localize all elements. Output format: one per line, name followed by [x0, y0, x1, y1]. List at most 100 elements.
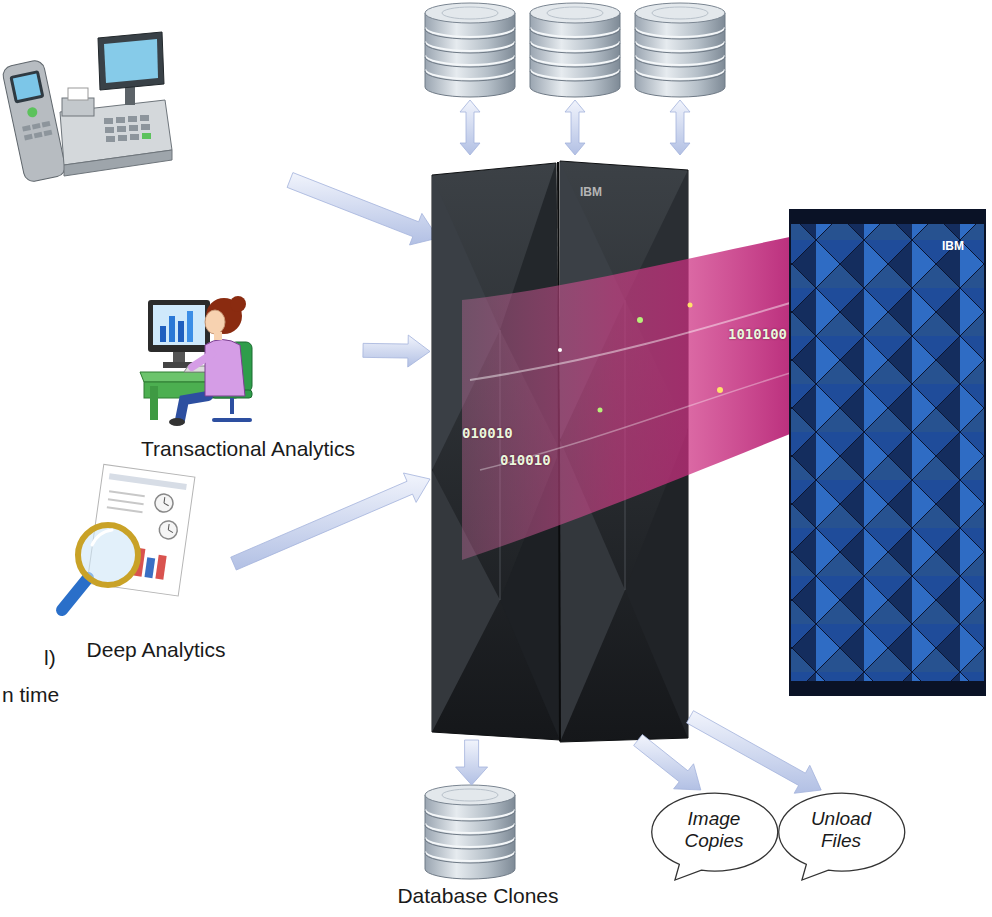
- analyst-person-icon: [192, 354, 212, 367]
- data-stream: [462, 235, 800, 560]
- analyst-person-icon: [180, 396, 208, 420]
- pos-terminal-icon: [105, 127, 114, 133]
- double-arrow: [565, 100, 585, 155]
- cut-off-text: l): [44, 646, 56, 670]
- data-stream: [558, 348, 562, 352]
- pos-terminal-icon: [128, 116, 137, 122]
- pos-terminal-icon: [130, 134, 139, 140]
- pos-terminal-icon: [104, 118, 113, 124]
- analyst-person-icon: [169, 418, 185, 426]
- report-magnifier-icon: [62, 464, 195, 610]
- report-magnifier-icon: [168, 530, 173, 533]
- analyst-person-icon: [214, 418, 250, 422]
- pos-terminal-icon: [116, 117, 125, 123]
- data-stream: [688, 303, 693, 308]
- report-magnifier-icon: [154, 493, 174, 513]
- pos-terminal-icon: [142, 133, 151, 139]
- accelerator-illustration: [790, 210, 985, 695]
- pos-terminal-icon: [140, 115, 149, 121]
- pos-terminal-icon: [1, 32, 172, 183]
- binary-digits: 1010100: [728, 326, 787, 342]
- analyst-person-icon: [148, 300, 210, 352]
- pos-terminal-icon: [1, 59, 67, 183]
- pos-terminal-icon: [9, 70, 44, 104]
- analyst-person-icon: [205, 310, 225, 334]
- callout-bubble: Image Copies: [648, 790, 780, 882]
- flow-arrow: [687, 711, 822, 794]
- report-magnifier-icon: [164, 503, 169, 506]
- pos-terminal-icon: [34, 132, 43, 139]
- flow-arrow: [231, 473, 430, 570]
- pos-terminal-icon: [13, 74, 41, 101]
- database-clone: Database Clones: [389, 785, 567, 908]
- data-stream: [462, 235, 800, 560]
- report-magnifier-icon: [109, 473, 187, 490]
- mainframe-system: IBM: [430, 160, 690, 740]
- data-stream: [637, 317, 643, 323]
- database-icon: [425, 3, 515, 97]
- node-label: Deep Analytics: [87, 637, 226, 662]
- analyst-person-icon: [153, 305, 205, 345]
- callout-text: Unload Files: [800, 808, 882, 852]
- report-magnifier-icon: [163, 497, 165, 503]
- brand-logo-text: IBM: [580, 185, 602, 199]
- pos-terminal-icon: [44, 130, 53, 137]
- analyst-person-icon: [169, 316, 175, 342]
- binary-digits: 010010: [462, 425, 513, 441]
- report-magnifier-icon: [78, 525, 138, 585]
- pos-terminal-icon: [62, 98, 94, 116]
- analyst-person-icon: [205, 340, 245, 397]
- database-icon: [530, 3, 620, 97]
- binary-digits: 010010: [500, 452, 551, 468]
- accelerator-cabinet: IBM: [790, 210, 985, 695]
- cut-off-text: l): [44, 646, 56, 670]
- pos-terminal-icon: [42, 121, 51, 128]
- flow-arrow: [363, 335, 430, 367]
- binary-digits: 010010: [500, 452, 551, 468]
- pos-terminal-icon: [118, 135, 127, 141]
- database-icon: [635, 3, 725, 97]
- pos-terminal-icon: [106, 136, 115, 142]
- flow-arrow: [456, 740, 488, 785]
- analyst-person-icon: [230, 296, 246, 312]
- callout-outline: [652, 793, 778, 880]
- data-stream: [717, 387, 723, 393]
- double-arrow: [670, 100, 690, 155]
- pos-terminal-icon: [129, 125, 138, 131]
- callout-text: Image Copies: [673, 808, 755, 852]
- report-magnifier-icon: [108, 499, 144, 504]
- double-arrow: [460, 100, 480, 155]
- flow-arrow: [634, 735, 701, 790]
- database-icon: [425, 785, 515, 879]
- data-stream: [470, 300, 800, 380]
- database-icon: [425, 3, 725, 97]
- pos-terminal-icon: [22, 125, 31, 132]
- report-magnifier-icon: [62, 578, 88, 610]
- cut-off-text: n time: [2, 683, 59, 707]
- analyst-person-icon: [150, 386, 158, 420]
- pos-terminal-icon: [117, 126, 126, 132]
- brand-logo-text: IBM: [942, 239, 964, 253]
- analyst-person-icon: [178, 321, 184, 342]
- data-stream: [598, 408, 603, 413]
- database-icon: [425, 785, 515, 879]
- accelerator-illustration: [790, 681, 985, 695]
- callout-outline: [779, 793, 905, 880]
- analyst-person-icon: [230, 398, 234, 414]
- report-magnifier-icon: [109, 491, 145, 496]
- binary-digits: 010010: [462, 425, 513, 441]
- pos-terminal-icon: [26, 106, 38, 118]
- report-magnifier-icon: [168, 524, 170, 530]
- binary-digits: 1010100: [728, 326, 787, 342]
- report-magnifier-icon: [155, 555, 166, 580]
- double-arrow: [460, 100, 690, 155]
- analyst-person-icon: [214, 332, 222, 340]
- report-magnifier-icon: [107, 507, 143, 512]
- callout-bubble: Unload Files: [775, 790, 907, 882]
- input-arrow: [287, 173, 438, 245]
- analyst-person-icon: [187, 311, 193, 342]
- node-label: Transactional Analytics: [141, 436, 355, 461]
- analyst-person-icon: [160, 326, 166, 342]
